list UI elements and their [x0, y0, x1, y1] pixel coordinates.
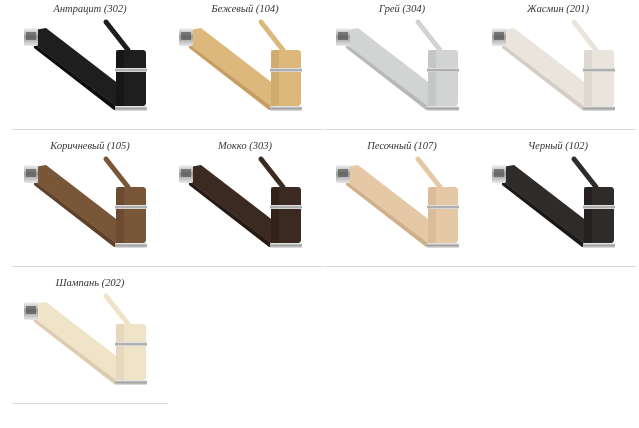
color-swatch[interactable]: Грей (304): [324, 0, 480, 130]
swatch-label: Жасмин (201): [526, 4, 590, 15]
color-swatch[interactable]: Мокко (303): [167, 137, 323, 267]
swatch-label: Коричневый (105): [50, 141, 130, 152]
faucet-image: [20, 292, 160, 396]
color-swatch[interactable]: Бежевый (104): [167, 0, 323, 130]
color-swatch[interactable]: Жасмин (201): [480, 0, 636, 130]
divider: [167, 129, 323, 130]
divider: [12, 266, 168, 267]
divider: [324, 129, 480, 130]
swatch-label: Черный (102): [527, 141, 589, 152]
faucet-image: [488, 155, 628, 259]
faucet-image: [20, 155, 160, 259]
color-swatch[interactable]: Черный (102): [480, 137, 636, 267]
faucet-image: [175, 18, 315, 122]
divider: [12, 129, 168, 130]
faucet-image: [332, 155, 472, 259]
divider: [480, 266, 636, 267]
swatch-label: Песочный (107): [367, 141, 437, 152]
faucet-image: [488, 18, 628, 122]
color-swatch[interactable]: Коричневый (105): [12, 137, 168, 267]
divider: [12, 403, 168, 404]
swatch-label: Антрацит (302): [53, 4, 127, 15]
faucet-image: [20, 18, 160, 122]
faucet-image: [175, 155, 315, 259]
divider: [167, 266, 323, 267]
color-swatch[interactable]: Антрацит (302): [12, 0, 168, 130]
color-swatch[interactable]: Песочный (107): [324, 137, 480, 267]
faucet-image: [332, 18, 472, 122]
divider: [480, 129, 636, 130]
color-swatch[interactable]: Шампань (202): [12, 274, 168, 404]
swatch-label: Мокко (303): [218, 141, 272, 152]
divider: [324, 266, 480, 267]
swatch-label: Бежевый (104): [211, 4, 279, 15]
swatch-label: Шампань (202): [55, 278, 125, 289]
swatch-label: Грей (304): [378, 4, 426, 15]
